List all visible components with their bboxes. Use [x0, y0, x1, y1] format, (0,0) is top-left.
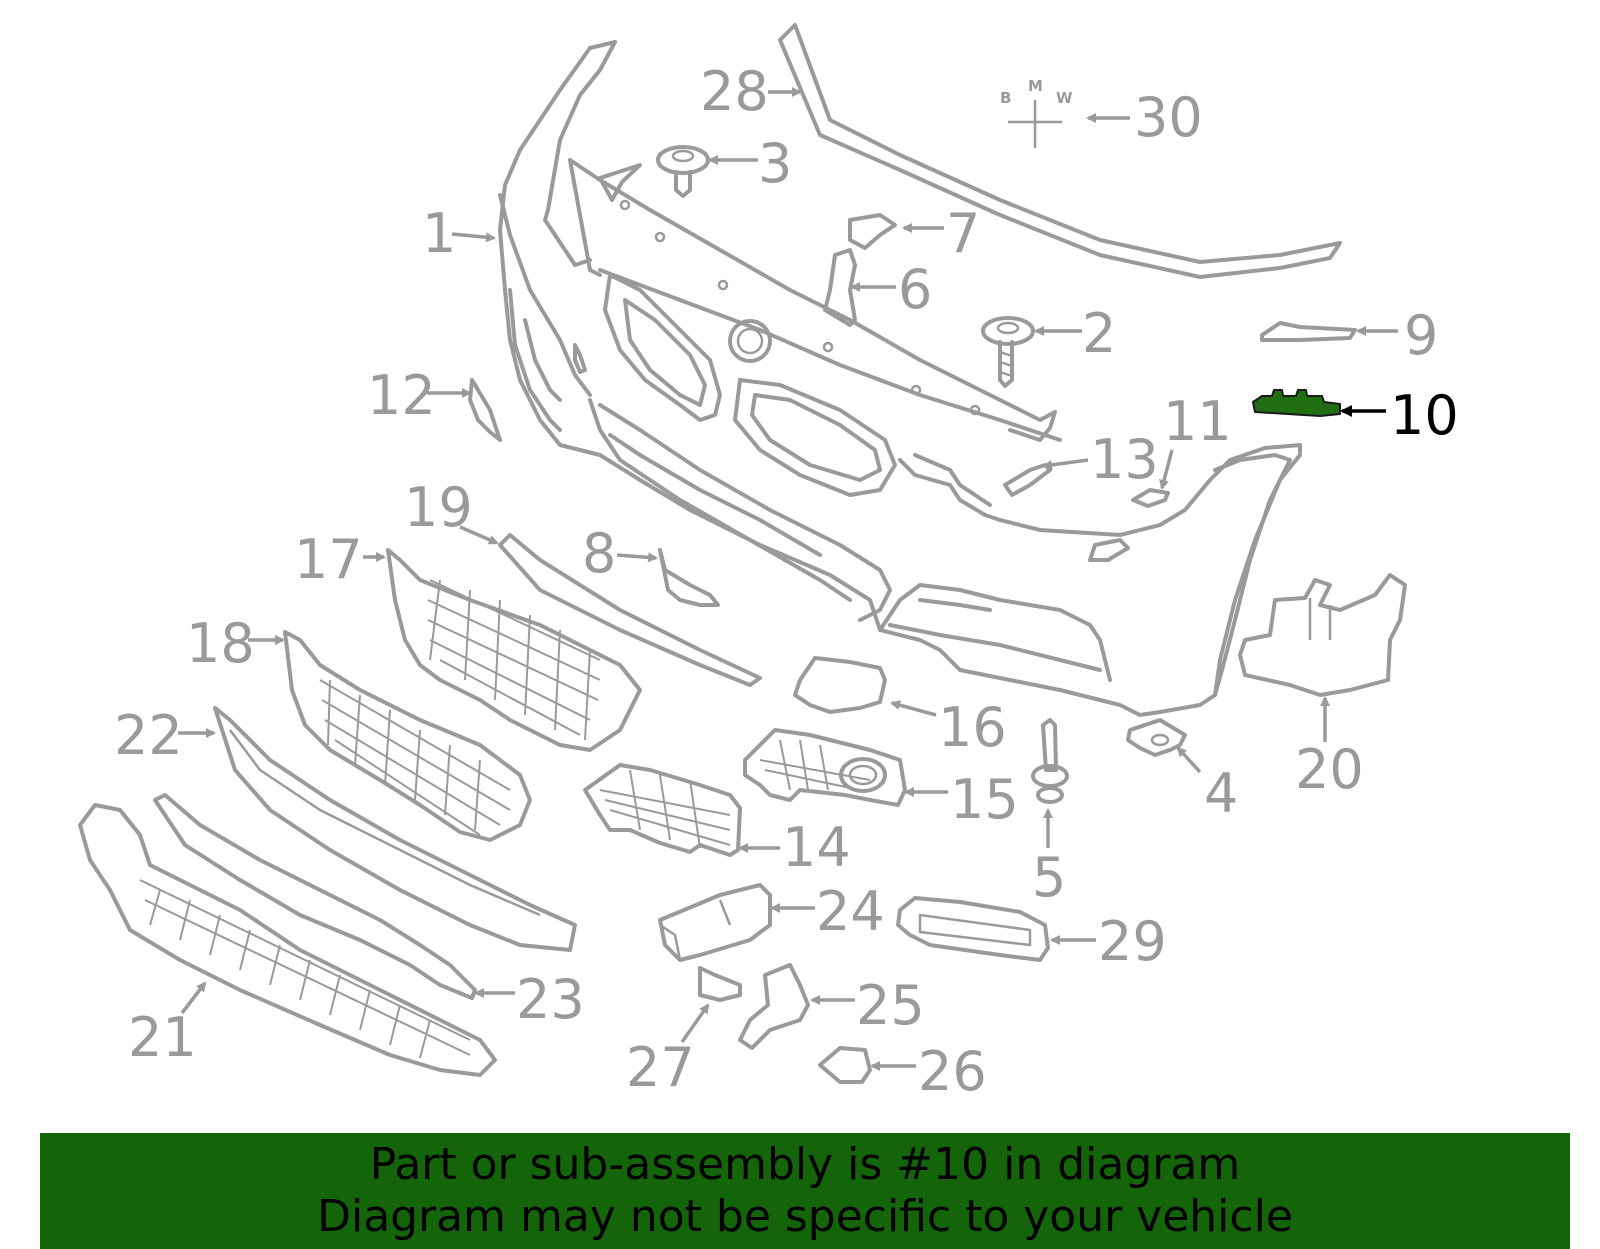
callout-18: 18	[186, 612, 255, 675]
callout-15: 15	[950, 768, 1019, 831]
callout-30: 30	[1134, 86, 1203, 149]
part-10-highlighted-bracket	[1252, 389, 1341, 417]
callout-21: 21	[128, 1006, 197, 1069]
callout-8: 8	[582, 522, 616, 585]
part-9-trim-strip	[1260, 321, 1357, 342]
part-17-center-grille	[386, 548, 642, 752]
part-19-trim-strip	[498, 533, 762, 687]
leader-lines	[178, 87, 1398, 1071]
logo-letter-m: M	[1028, 77, 1043, 95]
part-27-bracket	[698, 966, 742, 1002]
part-23-spoiler	[153, 793, 477, 1000]
part-25-bracket	[738, 963, 810, 1050]
logo-letter-b: B	[1000, 89, 1011, 107]
banner-line-1: Part or sub-assembly is #10 in diagram	[369, 1139, 1241, 1190]
part-20-splash-shield	[1238, 573, 1407, 697]
callout-10-active: 10	[1390, 384, 1459, 447]
callout-2: 2	[1082, 302, 1116, 365]
info-banner: Part or sub-assembly is #10 in diagram D…	[40, 1133, 1570, 1249]
part-12-cover	[468, 378, 502, 442]
part-29-cover	[896, 896, 1050, 962]
callout-6: 6	[898, 258, 932, 321]
callout-5: 5	[1032, 846, 1066, 909]
callout-3: 3	[758, 132, 792, 195]
callout-4: 4	[1204, 762, 1238, 825]
callout-7: 7	[946, 202, 980, 265]
callout-19: 19	[404, 476, 473, 539]
part-4-nut-clip	[1126, 718, 1187, 757]
part-26-cap	[818, 1046, 872, 1084]
logo-letter-w: W	[1056, 89, 1073, 107]
callout-12: 12	[367, 364, 436, 427]
part-11-clip	[1131, 488, 1170, 508]
banner-line-2: Diagram may not be specific to your vehi…	[317, 1191, 1293, 1242]
part-8-bracket	[658, 548, 720, 607]
callout-labels: 1 2 3 4 5 6 7 8 9 10 11 12 13 14 15 16 1…	[114, 60, 1459, 1103]
callout-23: 23	[516, 968, 585, 1031]
part-18-lower-grille	[283, 630, 532, 842]
part-3-screw	[656, 145, 710, 198]
callout-1: 1	[422, 202, 456, 265]
callout-22: 22	[114, 704, 183, 767]
part-2-screw	[981, 316, 1035, 388]
callout-20: 20	[1295, 738, 1364, 801]
callout-28: 28	[700, 60, 769, 123]
part-15-fog-grille	[743, 728, 907, 807]
part-7-bracket	[848, 213, 897, 250]
part-16-bracket	[793, 656, 887, 714]
part-28-hood-strip	[778, 23, 1342, 279]
callout-25: 25	[856, 974, 925, 1037]
callout-24: 24	[816, 880, 885, 943]
callout-17: 17	[294, 528, 363, 591]
callout-16: 16	[938, 696, 1007, 759]
part-14-grille	[583, 763, 742, 857]
part-21-impact-absorber	[78, 803, 497, 1077]
part-1-bumper-cover	[498, 40, 1302, 717]
part-22-support	[213, 706, 577, 952]
part-6-bracket	[823, 248, 857, 327]
callout-26: 26	[918, 1040, 987, 1103]
callout-11: 11	[1163, 390, 1232, 453]
callout-13: 13	[1090, 428, 1159, 491]
callout-29: 29	[1098, 910, 1167, 973]
part-13-bracket	[1003, 463, 1052, 497]
part-24-bracket	[658, 883, 772, 962]
callout-9: 9	[1404, 304, 1438, 367]
part-5-rivet	[1031, 718, 1069, 804]
callout-27: 27	[626, 1036, 695, 1099]
callout-14: 14	[782, 816, 851, 879]
part-30-logo: B M W	[1000, 77, 1073, 148]
